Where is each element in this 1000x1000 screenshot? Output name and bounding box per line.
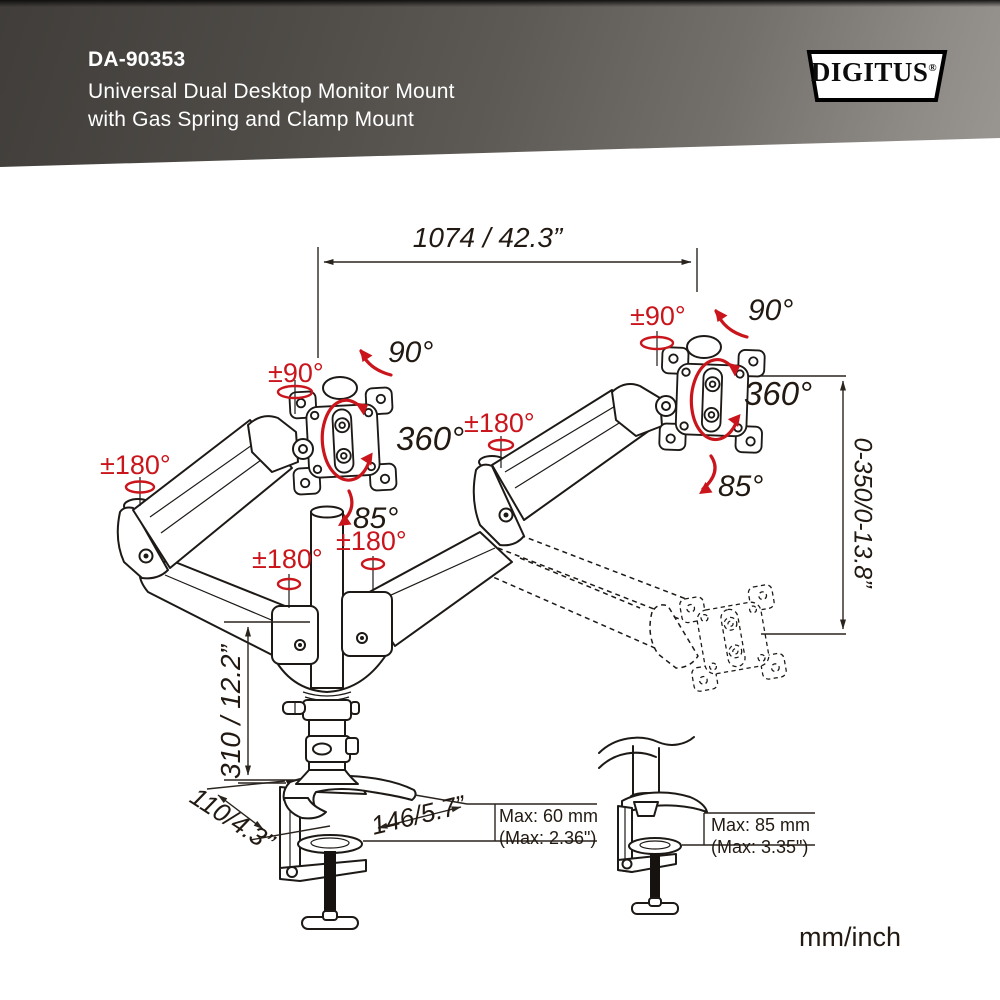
brand-wordmark: DIGITUS® (810, 57, 938, 87)
swivel-ellipse-left-90 (276, 384, 314, 400)
dim-height-range-label: 0-350/0-13.8” (848, 437, 877, 588)
rotation-arc-right-360 (689, 357, 741, 442)
dim-pole-height-label: 310 / 12.2” (215, 645, 246, 779)
swivel-ellipse-right-90 (639, 335, 675, 351)
swivel-ellipse-180-c (360, 557, 386, 571)
clamp-max-85-label: Max: 85 mm (Max: 3.35") (711, 814, 810, 858)
swivel-ellipse-180-b (276, 577, 302, 591)
rotate-90-left-label: 90° (388, 336, 434, 369)
rotate-90-right-label: 90° (748, 294, 794, 327)
swivel-180-label-c: ±180° (336, 526, 407, 556)
swivel-ellipse-180-a (124, 480, 156, 494)
swivel-90-left-label: ±90° (268, 358, 324, 388)
clamp-max-60-line2: (Max: 2.36") (499, 828, 597, 848)
swivel-ellipse-180-d (487, 438, 515, 452)
tilt-85-left-label: 85° (353, 502, 399, 535)
left-arm-gas-spring (116, 415, 299, 580)
ghost-vesa-plate (678, 583, 788, 693)
logo-shape (806, 50, 948, 102)
registered-trademark: ® (928, 62, 938, 74)
right-arm-lower-link (341, 531, 513, 657)
clamp-max-60-label: Max: 60 mm (Max: 2.36") (499, 805, 598, 849)
right-arm-gas-spring (472, 383, 663, 547)
digitus-logo: DIGITUS® (806, 50, 948, 102)
left-arm-lower-link (138, 559, 319, 665)
left-vesa-plate (288, 376, 398, 496)
rotation-360-left-label: 360° (396, 420, 465, 457)
tilt-85-right-label: 85° (718, 470, 764, 503)
swivel-180-label-b: ±180° (252, 544, 323, 574)
rotation-arc-left-360 (320, 398, 373, 482)
model-number: DA-90353 (88, 48, 186, 71)
clamp-detail-inset (598, 736, 708, 915)
rotation-360-right-label: 360° (744, 375, 813, 412)
clamp-max-85-line2: (Max: 3.35") (711, 837, 809, 857)
right-vesa-plate (655, 335, 766, 454)
swivel-90-right-label: ±90° (630, 301, 686, 331)
dim-width-label: 1074 / 42.3” (412, 222, 563, 253)
rotation-annotations (124, 309, 749, 608)
swivel-180-label-d: ±180° (464, 408, 535, 438)
clamp-max-60-line1: Max: 60 mm (499, 806, 599, 826)
clamp-max-85-line1: Max: 85 mm (711, 815, 811, 835)
product-title-line2: with Gas Spring and Clamp Mount (88, 108, 415, 131)
product-title-line1: Universal Dual Desktop Monitor Mount (88, 80, 455, 103)
ghost-arm-lowered-position (485, 531, 788, 693)
swivel-180-label-a: ±180° (100, 450, 171, 480)
dimension-lines (206, 247, 846, 846)
units-note: mm/inch (799, 922, 902, 952)
